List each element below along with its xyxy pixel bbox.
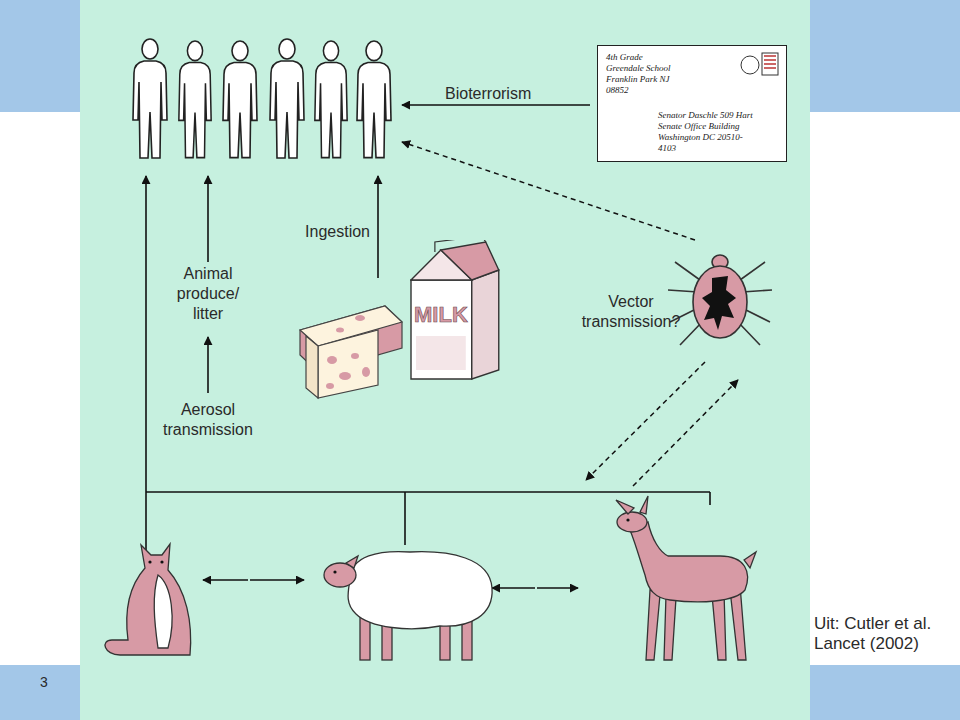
milk-carton: MILK [410, 240, 500, 380]
tick [668, 255, 772, 345]
slide-number: 3 [40, 672, 70, 692]
side-band [0, 0, 80, 112]
sheep [324, 552, 492, 660]
figure-panel [80, 0, 810, 720]
cheese [300, 306, 402, 398]
transmission-arrows [146, 105, 710, 588]
route-label: Animal produce/ litter [160, 264, 256, 324]
envelope: 4th Grade Greendale School Franklin Park… [597, 45, 787, 162]
carton-text: MILK [414, 302, 468, 328]
route-label: Aerosol transmission [146, 400, 270, 440]
route-label: Ingestion [270, 222, 370, 242]
address-text: 4th Grade Greendale School Franklin Park… [606, 52, 676, 96]
route-label: Bioterrorism [445, 84, 565, 104]
address-text: Senator Daschle 509 Hart Senate Office B… [658, 110, 758, 154]
deer [616, 496, 756, 660]
source-note: Uit: Cutler et al. Lancet (2002) [814, 614, 958, 654]
route-label: Vector transmission? [575, 292, 687, 332]
side-band [810, 0, 960, 112]
stamp [740, 50, 780, 80]
human-figures [133, 39, 391, 158]
cat [105, 544, 191, 655]
